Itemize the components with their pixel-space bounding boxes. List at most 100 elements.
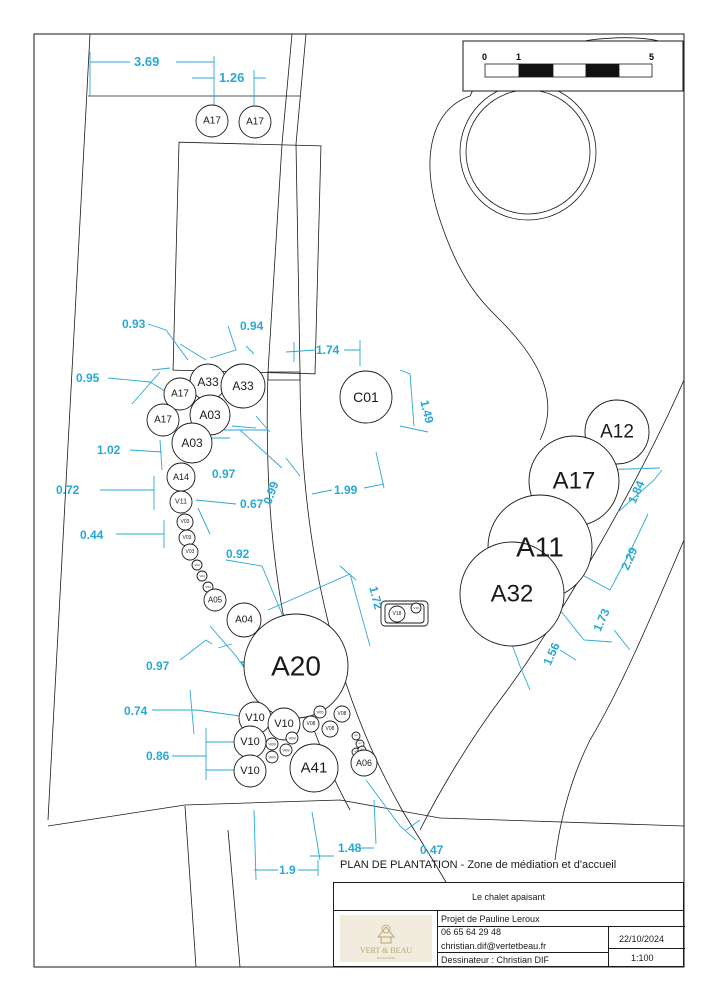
plan-title: PLAN DE PLANTATION - Zone de médiation e… xyxy=(340,859,617,871)
dim-label-074: 0.74 xyxy=(124,704,148,718)
plant-label-A41: A41 xyxy=(301,760,328,777)
scale-seg-4 xyxy=(585,63,620,78)
path-line-left xyxy=(267,33,293,373)
plant-label-V04c: V04 xyxy=(205,585,211,589)
main-path-curve-inner xyxy=(299,371,457,901)
plant-circle-A17d xyxy=(146,403,180,437)
left-boundary-line xyxy=(47,33,91,821)
scale-seg-2 xyxy=(518,63,554,78)
bottom-boundary-line xyxy=(47,799,685,827)
plant-label-V08c: V08 xyxy=(338,711,347,717)
plan-date: 22/10/2024 xyxy=(619,934,665,944)
dim-label-086: 0.86 xyxy=(146,749,170,763)
plant-circle-A41 xyxy=(289,743,339,793)
bottom-mid-path xyxy=(227,829,241,968)
plant-label-V09b: V09 xyxy=(268,742,276,747)
plant-label-C01: C01 xyxy=(353,389,379,405)
plant-label-V10d: V10 xyxy=(240,765,260,777)
dim-label-102: 1.02 xyxy=(97,443,121,457)
plant-circle-V08c xyxy=(333,705,351,723)
plant-label-V19: V19 xyxy=(413,606,419,610)
dim-line-097b xyxy=(179,639,233,661)
plant-label-V07a: V07 xyxy=(358,743,362,745)
dim-label-094: 0.94 xyxy=(240,319,264,333)
building-outline xyxy=(172,141,322,375)
plant-circle-V09c xyxy=(279,743,293,757)
plant-circle-V19 xyxy=(410,602,422,614)
path-line-right xyxy=(295,33,307,373)
plant-label-A14: A14 xyxy=(173,472,189,482)
dim-label-173: 1.73 xyxy=(590,606,612,633)
email-address: christian.dif@vertetbeau.fr xyxy=(441,941,547,951)
plant-circle-V08b xyxy=(321,720,339,738)
plant-labels: A17 A17 A33 A33 A17 A17 A03 A03 A14 V11 … xyxy=(154,116,634,778)
plant-circle-V08a xyxy=(302,715,320,733)
dim-label-126: 1.26 xyxy=(219,70,244,85)
dim-line-044 xyxy=(116,520,165,548)
company-logo: VERT & BEAU PAYSAGISTE xyxy=(334,911,438,966)
dim-line-097a xyxy=(224,415,271,433)
plant-label-V09c: V09 xyxy=(282,748,290,753)
dim-label-093: 0.93 xyxy=(122,317,146,331)
plant-circle-V09b xyxy=(265,737,279,751)
dim-line-172 xyxy=(267,565,371,647)
plant-label-A32: A32 xyxy=(491,581,534,608)
plant-label-V03c: V03 xyxy=(186,549,195,555)
plant-label-V08a: V08 xyxy=(307,721,316,727)
plant-label-V10b: V10 xyxy=(274,718,294,730)
right-bed-outline xyxy=(429,95,549,441)
plant-circle-V10d xyxy=(233,754,267,788)
plant-circle-V05b xyxy=(351,731,361,741)
plant-label-A05: A05 xyxy=(208,596,223,605)
client-name: Projet de Pauline Leroux xyxy=(441,914,540,924)
dim-line-086 xyxy=(172,728,240,780)
plant-label-V05a: V05 xyxy=(316,710,324,715)
dim-line-074 xyxy=(152,689,241,735)
dim-line-093 xyxy=(147,323,207,361)
plant-circle-A04 xyxy=(226,602,262,638)
scale-bar: 0 1 5 xyxy=(462,40,684,92)
dim-line-229 xyxy=(565,513,649,591)
plant-circle-A03b xyxy=(171,422,213,464)
plant-circle-C01 xyxy=(339,370,393,424)
dim-label-067: 0.67 xyxy=(240,497,264,511)
project-name: Le chalet apaisant xyxy=(334,883,683,911)
plant-circle-V03c xyxy=(181,543,199,561)
plant-label-A17d: A17 xyxy=(154,415,172,426)
scale-label-5: 5 xyxy=(649,52,654,62)
plant-label-V07c: V07 xyxy=(360,749,364,751)
plant-label-A12: A12 xyxy=(600,422,634,443)
plant-label-A17b: A17 xyxy=(246,117,264,128)
plant-circle-A33b xyxy=(220,363,266,409)
dim-label-092: 0.92 xyxy=(226,547,250,561)
tb-divider-3 xyxy=(608,948,685,949)
logo-graphic: VERT & BEAU PAYSAGISTE xyxy=(340,915,432,962)
plant-circle-A17c xyxy=(163,377,197,411)
title-block: Le chalet apaisant VERT & BEAU PAYSAGIST… xyxy=(333,882,685,967)
plant-circle-A05 xyxy=(203,588,227,612)
plant-label-A17a: A17 xyxy=(203,116,221,127)
dim-label-369: 3.69 xyxy=(134,54,159,69)
plant-circle-A17a xyxy=(195,104,229,138)
logo-subtitle: PAYSAGISTE xyxy=(377,956,396,960)
dim-label-047: 0.47 xyxy=(420,843,444,857)
scale-label-0: 0 xyxy=(482,52,487,62)
dim-line-099 xyxy=(231,425,301,477)
dim-label-156: 1.56 xyxy=(540,640,562,667)
dim-line-19 xyxy=(253,809,319,881)
plant-label-V03a: V03 xyxy=(181,519,190,525)
plant-label-A20: A20 xyxy=(271,651,321,682)
plant-label-A06: A06 xyxy=(356,758,372,768)
dim-label-184: 1.84 xyxy=(625,478,647,505)
dim-label-099: 0.99 xyxy=(261,479,282,506)
plant-label-V11: V11 xyxy=(175,499,187,506)
right-band-curve-outer xyxy=(419,379,685,831)
plant-label-V07b: V07 xyxy=(354,751,358,753)
large-feature-circle xyxy=(465,89,591,215)
plant-label-V04a: V04 xyxy=(194,563,200,567)
plant-label-V09d: V09 xyxy=(268,755,276,760)
dim-line-199 xyxy=(311,451,385,495)
dim-label-072: 0.72 xyxy=(56,483,80,497)
plant-label-A33b: A33 xyxy=(232,379,254,393)
designer-name: Dessinateur : Christian DIF xyxy=(441,955,550,965)
